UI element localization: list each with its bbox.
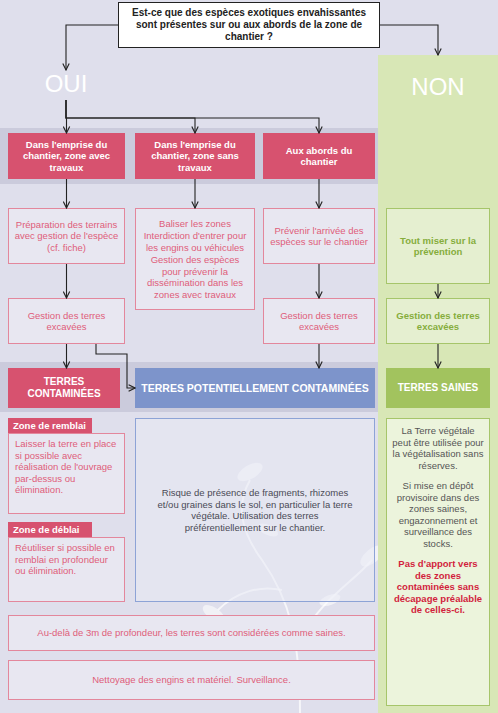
connector-arrow bbox=[66, 25, 118, 70]
connector-arrow bbox=[66, 179, 67, 208]
box-text: Gestion des terres excavées bbox=[14, 310, 119, 333]
branch-band: NON Tout miser sur la préventionGestion d… bbox=[378, 55, 498, 713]
box-text: Réutiliser si possible en remblai en pro… bbox=[8, 537, 125, 602]
action-box: Préparation des terrains avec gestion de… bbox=[8, 208, 125, 264]
box-text: Préparation des terrains avec gestion de… bbox=[14, 219, 119, 254]
box-text: Dans l'emprise du chantier, zone avec tr… bbox=[13, 139, 120, 174]
row-strip bbox=[0, 362, 378, 412]
box-text: Laisser la terre en place si possible av… bbox=[8, 433, 125, 514]
box-text: Interdiction d'entrer pour les engins ou… bbox=[141, 230, 249, 253]
box-text: Gestion des terres excavées bbox=[392, 310, 484, 333]
zone-box: Zone de remblaiLaisser la terre en place… bbox=[8, 418, 125, 514]
box-text: Risque de présence de fragments, rhizome… bbox=[154, 487, 356, 533]
box-text: TERRES SAINES bbox=[391, 382, 485, 394]
box-text: Prévenir l'arrivée des espèces sur le ch… bbox=[269, 225, 369, 248]
note-bar: Nettoyage des engins et matériel. Survei… bbox=[8, 660, 375, 700]
box-text: La Terre végétale peut être utilisée pou… bbox=[392, 425, 484, 471]
branch-label: OUI bbox=[36, 70, 96, 100]
connector-arrow bbox=[66, 100, 319, 133]
note-bar: Au-delà de 3m de profondeur, les terres … bbox=[8, 615, 375, 651]
connector-arrow bbox=[66, 100, 195, 133]
box-text: Pas d'apport vers des zones contaminées … bbox=[392, 558, 484, 616]
action-box: Prévenir l'arrivée des espèces sur le ch… bbox=[263, 208, 375, 264]
connector-arrow bbox=[318, 264, 319, 298]
box-text: Baliser les zones bbox=[141, 218, 249, 230]
connector-arrow bbox=[318, 344, 319, 368]
connector-arrow bbox=[66, 264, 67, 298]
box-text: Gestion des terres excavées bbox=[269, 310, 369, 333]
soil-box: TERRES SAINES bbox=[386, 368, 490, 408]
action-box: Baliser les zonesInterdiction d'entrer p… bbox=[135, 208, 255, 310]
zone-heading: Zone de remblai bbox=[8, 418, 92, 433]
soil-box: TERRES CONTAMINÉES bbox=[8, 368, 120, 408]
category-box: Aux abords du chantier bbox=[263, 133, 375, 179]
info-box: La Terre végétale peut être utilisée pou… bbox=[386, 418, 490, 706]
box-text: NON bbox=[378, 55, 498, 101]
box-text: Si mise en dépôt provisoire dans des zon… bbox=[392, 480, 484, 549]
info-box: Risque de présence de fragments, rhizome… bbox=[135, 418, 375, 602]
box-text: Au-delà de 3m de profondeur, les terres … bbox=[14, 627, 369, 639]
box-text: Aux abords du chantier bbox=[268, 145, 370, 168]
soil-box: TERRES POTENTIELLEMENT CONTAMINÉES bbox=[135, 368, 375, 408]
connector-arrow bbox=[380, 25, 438, 55]
box-text: OUI bbox=[36, 70, 96, 98]
category-box: Dans l'emprise du chantier, zone sans tr… bbox=[135, 133, 255, 179]
action-box: Gestion des terres excavées bbox=[8, 298, 125, 344]
question-box: Est-ce que des espèces exotiques envahis… bbox=[118, 2, 380, 48]
box-text: TERRES POTENTIELLEMENT CONTAMINÉES bbox=[140, 382, 370, 394]
zone-box: Zone de déblaiRéutiliser si possible en … bbox=[8, 522, 125, 602]
connector-arrow bbox=[194, 179, 195, 208]
row-strip bbox=[0, 128, 378, 184]
box-text: Est-ce que des espèces exotiques envahis… bbox=[129, 7, 369, 43]
connector-arrow bbox=[318, 179, 319, 208]
box-text: Gestion des espèces pour prévenir la dis… bbox=[141, 254, 249, 300]
zone-heading: Zone de déblai bbox=[8, 522, 92, 537]
box-text: Tout miser sur la prévention bbox=[392, 235, 484, 258]
action-box: Tout miser sur la prévention bbox=[386, 208, 490, 284]
connector-arrow bbox=[65, 100, 67, 133]
connector-arrow bbox=[66, 344, 67, 368]
action-box: Gestion des terres excavées bbox=[263, 298, 375, 344]
box-text: Dans l'emprise du chantier, zone sans tr… bbox=[140, 139, 250, 174]
box-text: TERRES CONTAMINÉES bbox=[13, 376, 115, 400]
box-text: Nettoyage des engins et matériel. Survei… bbox=[14, 674, 369, 686]
action-box: Gestion des terres excavées bbox=[386, 298, 490, 344]
category-box: Dans l'emprise du chantier, zone avec tr… bbox=[8, 133, 125, 179]
